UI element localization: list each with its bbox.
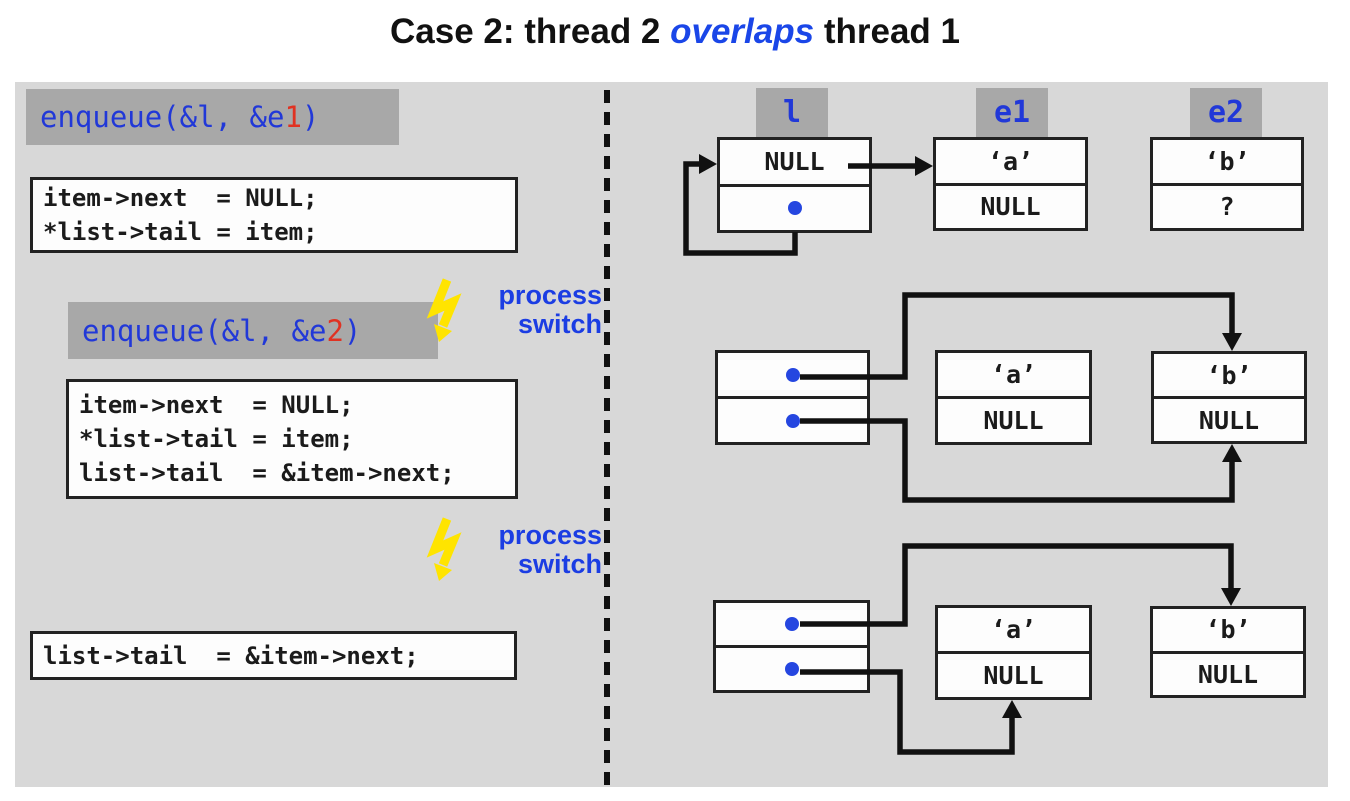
title-part1: Case 2: thread 2 xyxy=(390,12,671,51)
memory-box-e1-state2: ‘a’ NULL xyxy=(935,350,1092,445)
code-line: item->next = NULL; xyxy=(43,184,318,212)
code-line: item->next = NULL; xyxy=(79,391,354,419)
call2-arg-number: 2 xyxy=(326,313,344,348)
arrow-tail-to-e2 xyxy=(800,418,1235,503)
l-tail-cell xyxy=(718,396,867,442)
e2-value-cell: ‘b’ xyxy=(1204,146,1250,176)
memory-box-e2-state1: ‘b’ ? xyxy=(1150,137,1304,231)
arrow-head-to-e2 xyxy=(800,543,1234,627)
l-head-cell xyxy=(718,353,867,396)
arrow-tail-loop xyxy=(683,161,798,256)
l-tail-cell xyxy=(716,645,867,690)
e2-next-cell: NULL xyxy=(1154,396,1304,441)
memory-box-l-state3 xyxy=(713,600,870,693)
l-head-cell: NULL xyxy=(764,147,825,177)
memory-box-e1-state3: ‘a’ NULL xyxy=(935,605,1092,700)
code-box-thread1-resume: list->tail = &item->next; xyxy=(30,631,517,680)
e1-value-cell: ‘a’ xyxy=(990,615,1037,644)
pointer-dot xyxy=(784,662,799,676)
title-part2: thread 1 xyxy=(814,12,960,51)
var-label-e2: e2 xyxy=(1190,88,1262,137)
code-line: list->tail = &item->next; xyxy=(79,459,455,487)
arrowhead-icon xyxy=(1221,588,1241,606)
l-tail-cell xyxy=(720,183,869,231)
code-box-thread1-start: item->next = NULL; *list->tail = item; xyxy=(30,177,518,253)
e2-next-cell: NULL xyxy=(1153,650,1303,696)
title-overlaps: overlaps xyxy=(670,12,815,51)
lightning-bolt-icon xyxy=(426,278,462,342)
call1-arg-number: 1 xyxy=(284,100,302,134)
lightning-bolt-icon xyxy=(426,517,462,581)
process-switch-line2: switch xyxy=(517,309,602,339)
call1-close: ) xyxy=(301,100,320,134)
pointer-dot xyxy=(787,201,802,216)
e1-next-cell: NULL xyxy=(938,396,1089,442)
arrow-tail-to-e1 xyxy=(800,669,1015,755)
divider-dotted-line xyxy=(604,90,610,785)
memory-box-e2-state3: ‘b’ NULL xyxy=(1150,606,1306,698)
page-title: Case 2: thread 2 overlaps thread 1 xyxy=(0,12,1350,52)
process-switch-line1: process xyxy=(498,280,602,310)
arrowhead-icon xyxy=(699,154,717,174)
call1-text: enqueue(&l, &e xyxy=(40,100,285,134)
arrow-head-to-e2 xyxy=(800,292,1235,380)
call2-text: enqueue(&l, &e xyxy=(82,313,327,348)
arrowhead-icon xyxy=(915,156,933,176)
arrowhead-icon xyxy=(1222,444,1242,462)
e1-value-cell: ‘a’ xyxy=(987,146,1034,176)
memory-box-e2-state2: ‘b’ NULL xyxy=(1151,351,1307,444)
var-label-l: l xyxy=(756,88,828,137)
e1-value-cell: ‘a’ xyxy=(990,360,1037,389)
process-switch-label-1: process switch xyxy=(478,281,602,339)
e2-next-cell: ? xyxy=(1153,182,1301,229)
code-box-thread2: item->next = NULL; *list->tail = item; l… xyxy=(66,379,518,499)
var-label-e1: e1 xyxy=(976,88,1048,137)
l-head-cell xyxy=(716,603,867,645)
pointer-dot xyxy=(785,413,800,428)
pointer-dot xyxy=(785,367,800,382)
e2-value-cell: ‘b’ xyxy=(1205,615,1251,645)
memory-box-l-state1: NULL xyxy=(717,137,872,233)
process-switch-line1: process xyxy=(498,520,602,550)
code-line: *list->tail = item; xyxy=(79,425,354,453)
memory-box-e1-state1: ‘a’ NULL xyxy=(933,137,1088,231)
pointer-dot xyxy=(784,617,799,631)
arrowhead-icon xyxy=(1222,333,1242,351)
code-line: *list->tail = item; xyxy=(43,218,318,246)
e1-next-cell: NULL xyxy=(936,182,1085,229)
e1-next-cell: NULL xyxy=(938,651,1089,697)
process-switch-label-2: process switch xyxy=(478,521,602,579)
code-line: list->tail = &item->next; xyxy=(43,641,419,670)
process-switch-line2: switch xyxy=(517,549,602,579)
memory-box-l-state2 xyxy=(715,350,870,445)
arrowhead-icon xyxy=(1002,700,1022,718)
e2-value-cell: ‘b’ xyxy=(1206,360,1252,390)
call2-close: ) xyxy=(343,313,362,348)
